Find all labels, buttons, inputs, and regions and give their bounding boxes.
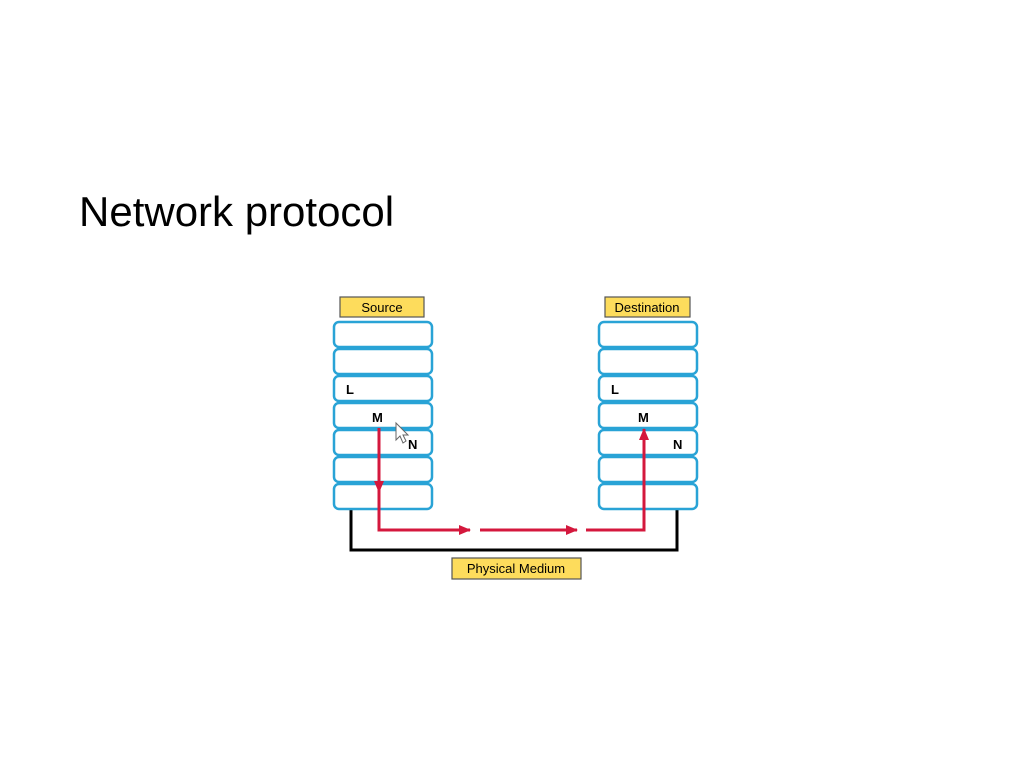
destination-stack <box>597 320 699 511</box>
source-layer-5 <box>332 428 434 457</box>
source-layer-1 <box>332 320 434 349</box>
source-label: Source <box>339 296 425 318</box>
source-layer-6 <box>332 455 434 484</box>
slide-title: Network protocol <box>79 188 395 235</box>
destination-label-text: Destination <box>614 300 679 315</box>
source-layer-n-label: N <box>408 437 417 452</box>
source-label-text: Source <box>361 300 402 315</box>
destination-layer-3 <box>597 374 699 403</box>
source-layer-7 <box>332 482 434 511</box>
cursor-icon <box>395 421 410 444</box>
destination-layer-7 <box>597 482 699 511</box>
destination-layer-2 <box>597 347 699 376</box>
destination-layer-6 <box>597 455 699 484</box>
destination-layer-n-label: N <box>673 437 682 452</box>
source-stack <box>332 320 434 511</box>
data-flow-arrows <box>374 428 649 535</box>
up-arrow <box>586 428 649 532</box>
source-layer-2 <box>332 347 434 376</box>
destination-layer-1 <box>597 320 699 349</box>
source-layer-m-label: M <box>372 410 383 425</box>
source-layer-3 <box>332 374 434 403</box>
destination-label: Destination <box>604 296 691 318</box>
physical-medium-label-text: Physical Medium <box>467 561 565 576</box>
flow-line-segment-1 <box>377 492 471 535</box>
destination-layer-l-label: L <box>611 382 619 397</box>
source-layer-4 <box>332 401 434 430</box>
physical-medium-line <box>349 510 679 552</box>
physical-medium-label: Physical Medium <box>451 557 582 580</box>
destination-layer-m-label: M <box>638 410 649 425</box>
source-layer-l-label: L <box>346 382 354 397</box>
